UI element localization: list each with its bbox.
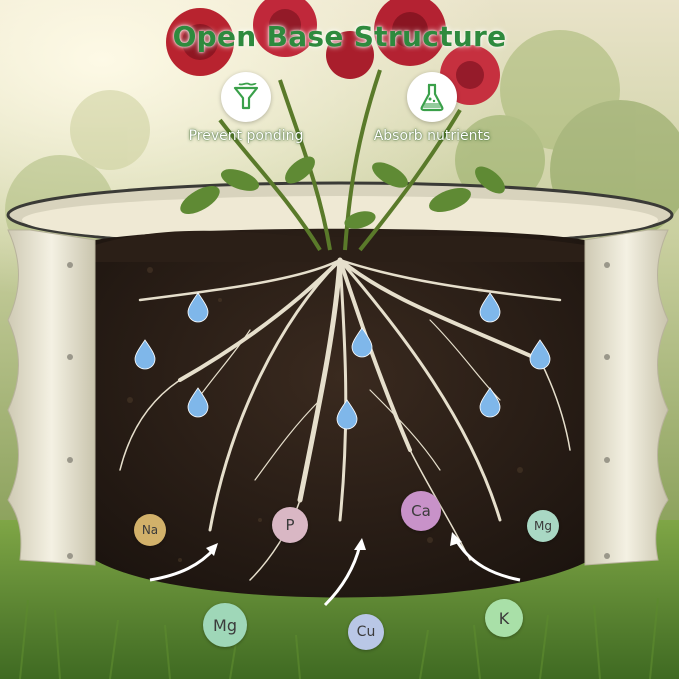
water-drop-icon [351, 327, 373, 358]
planter-bolts [67, 262, 610, 559]
soil-top [95, 230, 585, 262]
feature-label: Prevent ponding [188, 128, 304, 144]
feature-prevent-ponding: Prevent ponding [161, 72, 331, 144]
water-funnel-icon [221, 72, 271, 122]
arrow-icon [453, 537, 521, 582]
water-drop-icon [187, 387, 209, 418]
feature-label: Absorb nutrients [373, 128, 491, 144]
rose-leaves [180, 156, 505, 229]
water-drop-icon [336, 399, 358, 430]
feature-absorb-nutrients: Absorb nutrients [347, 72, 517, 144]
nutrient-mg: Mg [203, 603, 247, 647]
nutrient-cu: Cu [348, 614, 384, 650]
water-drop-icon [479, 387, 501, 418]
nutrient-p: P [272, 507, 308, 543]
water-drop-icon [134, 339, 156, 370]
background-foliage [5, 30, 679, 265]
nutrient-k: K [485, 599, 523, 637]
water-drops [134, 292, 551, 430]
grass-blades [19, 597, 659, 679]
nutrient-mg: Mg [527, 510, 559, 542]
arrowheads [206, 532, 462, 556]
arrow-icon [323, 544, 362, 607]
nutrient-na: Na [134, 514, 166, 546]
water-drop-icon [187, 292, 209, 323]
planter-wall-right [584, 229, 669, 566]
flask-icon [407, 72, 457, 122]
nutrient-ca: Ca [401, 491, 441, 531]
page-title: Open Base Structure [172, 20, 507, 53]
water-drop-icon [479, 292, 501, 323]
water-drop-icon [529, 339, 551, 370]
planter-wall-left [7, 229, 96, 566]
